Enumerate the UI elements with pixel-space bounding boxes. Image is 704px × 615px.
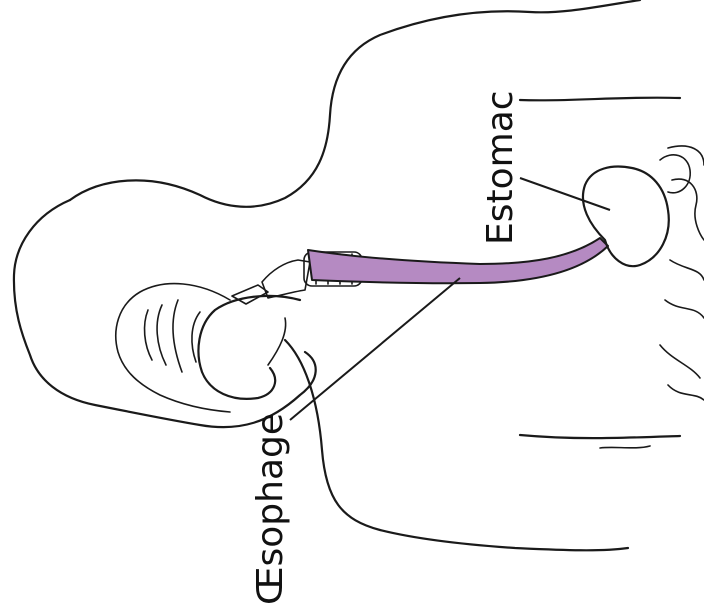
- nasal-turbinate-1: [145, 310, 152, 360]
- stomach-leader-line: [520, 178, 610, 210]
- larynx: [262, 260, 310, 298]
- chest-line-lower: [520, 435, 680, 438]
- epiglottis: [232, 285, 268, 304]
- esophagus-label: Œsophage: [250, 413, 291, 605]
- body-outline-lower: [285, 340, 628, 550]
- body-outline-upper: [70, 0, 640, 207]
- intestine-loop: [660, 155, 690, 193]
- nasal-cavity: [116, 284, 230, 412]
- nasal-turbinate-2: [157, 305, 166, 365]
- esophagus: [308, 238, 608, 283]
- intestines: [660, 146, 704, 400]
- stomach-label: Estomac: [480, 90, 521, 245]
- tongue: [198, 296, 300, 399]
- esophagus-leader-line: [290, 278, 460, 420]
- jaw: [268, 318, 286, 365]
- nasal-turbinate-3: [173, 300, 182, 372]
- belly-line: [600, 446, 650, 448]
- chest-line-upper: [520, 98, 680, 101]
